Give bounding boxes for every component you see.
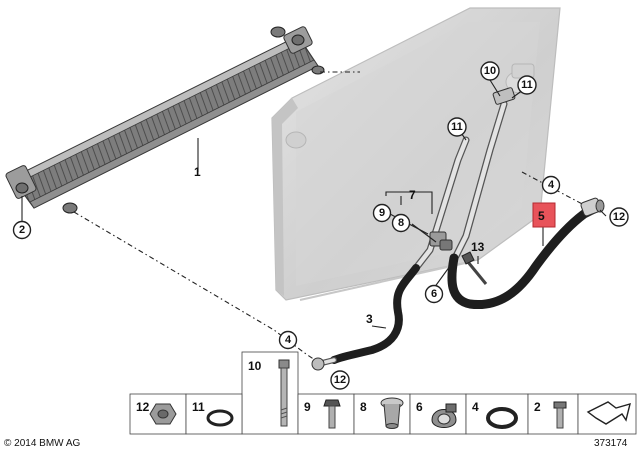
callout-2: 2 (12, 220, 32, 240)
pipe-line-right (429, 87, 516, 260)
part-label-13: 13 (471, 240, 485, 254)
callout-12-left: 12 (330, 370, 350, 390)
callout-2-text: 2 (19, 224, 25, 236)
long-bolt-icon (278, 359, 290, 427)
pipe-line-3 (311, 136, 470, 371)
oil-cooler (5, 26, 325, 214)
short-bolt-icon (323, 399, 341, 429)
nut-icon (149, 403, 177, 425)
callout-11-left-text: 11 (451, 121, 463, 133)
callout-11-right: 11 (517, 75, 537, 95)
legend-item-6[interactable]: 6 (409, 393, 467, 435)
screw-icon (553, 401, 567, 429)
callout-6: 6 (424, 284, 444, 304)
legend-item-2-number: 2 (534, 400, 541, 414)
bolt-13 (461, 251, 488, 285)
legend-item-12-number: 12 (136, 400, 150, 414)
callout-12-right-text: 12 (613, 211, 625, 223)
legend-item-2[interactable]: 2 (527, 393, 579, 435)
callout-12-right: 12 (609, 207, 629, 227)
legend-item-11-number: 11 (192, 400, 205, 414)
o-ring-icon (206, 409, 234, 427)
diagram-number: 373174 (594, 438, 628, 449)
callout-4-left-text: 4 (285, 334, 292, 346)
callout-4-right-text: 4 (548, 179, 555, 191)
callout-11-left: 11 (447, 117, 467, 137)
callout-9: 9 (372, 203, 392, 223)
legend-item-10-number: 10 (248, 359, 262, 373)
legend-item-11[interactable]: 11 (185, 393, 243, 435)
part-label-1: 1 (194, 165, 201, 179)
part-label-3: 3 (366, 312, 373, 326)
legend-item-12[interactable]: 12 (129, 393, 187, 435)
legend-item-4[interactable]: 4 (465, 393, 529, 435)
highlighted-part-5[interactable]: 5 (532, 202, 556, 228)
callout-10-text: 10 (484, 65, 496, 77)
legend-item-8-number: 8 (360, 400, 367, 414)
copyright-text: © 2014 BMW AG (4, 438, 81, 449)
bushing-icon (380, 397, 404, 429)
radiator (271, 7, 561, 301)
hose-5 (447, 197, 605, 310)
callout-4-right: 4 (541, 175, 561, 195)
seal-ring-icon (486, 407, 518, 429)
legend-item-6-number: 6 (416, 400, 423, 414)
legend-item-4-number: 4 (472, 400, 479, 414)
legend-item-10[interactable]: 10 (241, 351, 299, 435)
callout-8-text: 8 (398, 217, 404, 229)
legend-item-9-number: 9 (304, 400, 311, 414)
legend-item-9[interactable]: 9 (297, 393, 355, 435)
clamp-icon (431, 403, 457, 428)
legend-item-8[interactable]: 8 (353, 393, 411, 435)
callout-6-text: 6 (431, 288, 437, 300)
callout-4-left: 4 (278, 330, 298, 350)
part-label-5: 5 (538, 209, 545, 223)
callout-9-text: 9 (379, 207, 385, 219)
callout-8: 8 (391, 213, 411, 233)
legend-row: 12 11 9 8 (129, 393, 637, 435)
callout-12-left-text: 12 (334, 374, 346, 386)
next-page-arrow-icon[interactable] (577, 393, 637, 435)
callout-11-right-text: 11 (521, 79, 533, 91)
part-label-7: 7 (409, 188, 416, 202)
callout-10: 10 (480, 61, 500, 81)
